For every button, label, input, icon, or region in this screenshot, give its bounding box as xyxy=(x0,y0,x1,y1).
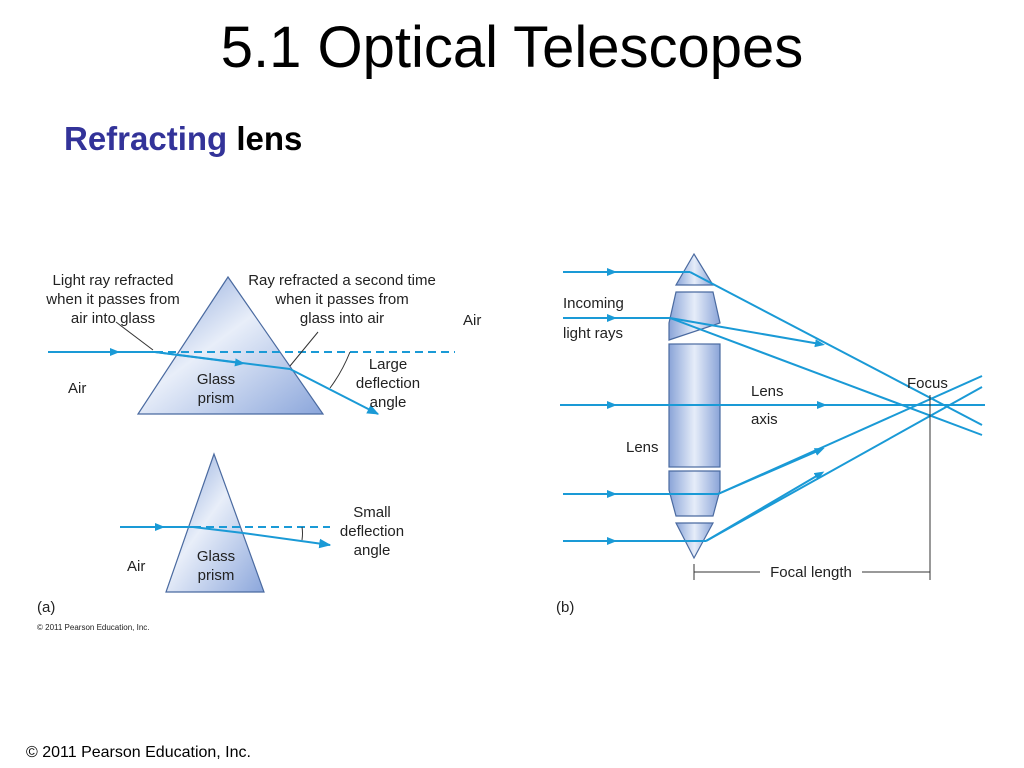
footer-copyright: © 2011 Pearson Education, Inc. xyxy=(26,744,251,761)
exiting-ray-small xyxy=(242,532,332,549)
label-incoming-line2: light rays xyxy=(563,325,623,342)
ray-inside-arrow xyxy=(154,351,245,367)
large-deflection-arc xyxy=(329,351,351,389)
ray-4-mid-arrow xyxy=(717,448,825,495)
panel-a: Light ray refracted when it passes from … xyxy=(37,272,481,632)
label-first-refraction: Light ray refracted when it passes from … xyxy=(45,272,179,327)
label-large-deflection-line1: Large xyxy=(369,356,407,373)
small-deflection-arc xyxy=(301,526,303,541)
label-prism-small-line1: Glass xyxy=(197,548,235,565)
label-prism-small-line2: prism xyxy=(198,567,235,584)
panel-a-copyright: © 2011 Pearson Education, Inc. xyxy=(37,623,149,632)
label-first-refraction-line2: when it passes from xyxy=(45,291,179,308)
label-prism-large-line1: Glass xyxy=(197,371,235,388)
pointer-first-refraction xyxy=(115,321,154,351)
pointer-second-refraction xyxy=(289,331,319,367)
label-second-refraction: Ray refracted a second time when it pass… xyxy=(248,272,436,327)
label-small-deflection-line1: Small xyxy=(353,504,391,521)
label-second-refraction-line3: glass into air xyxy=(300,310,384,327)
ray-4 xyxy=(563,375,983,498)
label-prism-large-line2: prism xyxy=(198,390,235,407)
label-air-small: Air xyxy=(127,558,145,575)
ray-5-refracted xyxy=(705,386,983,542)
label-lens-axis-line1: Lens xyxy=(751,383,784,400)
ray-inside-small-prism xyxy=(192,526,244,534)
label-large-deflection-line3: angle xyxy=(370,394,407,411)
ray-5-mid-arrow xyxy=(705,471,825,542)
slide-title: 5.1 Optical Telescopes xyxy=(220,15,804,80)
label-lens-axis-line2: axis xyxy=(751,411,778,428)
exiting-ray-large xyxy=(289,368,380,415)
lens-segment-top xyxy=(674,252,715,286)
subtitle-rest: lens xyxy=(227,120,303,157)
label-first-refraction-line3: air into glass xyxy=(71,310,155,327)
label-focus: Focus xyxy=(907,375,948,392)
ray-1 xyxy=(563,268,983,426)
ray-5 xyxy=(563,386,983,545)
label-small-deflection-line3: angle xyxy=(354,542,391,559)
subtitle-accent: Refracting xyxy=(64,120,228,157)
panel-a-label: (a) xyxy=(37,599,55,616)
ray-2-mid-arrow xyxy=(669,317,825,348)
large-glass-prism xyxy=(136,275,325,415)
small-glass-prism xyxy=(165,452,265,593)
ray-1-refracted xyxy=(689,271,983,426)
label-air-right: Air xyxy=(463,312,481,329)
panel-b-label: (b) xyxy=(556,599,574,616)
label-incoming-line1: Incoming xyxy=(563,295,624,312)
label-second-refraction-line1: Ray refracted a second time xyxy=(248,272,436,289)
slide-subtitle: Refracting lens xyxy=(64,120,302,158)
panel-b: Focal length Incoming light rays Lens ax… xyxy=(556,252,985,616)
focal-length-dimension: Focal length xyxy=(693,417,931,581)
label-first-refraction-line1: Light ray refracted xyxy=(53,272,174,289)
label-small-deflection-line2: deflection xyxy=(340,523,404,540)
label-large-deflection-line2: deflection xyxy=(356,375,420,392)
label-air-left: Air xyxy=(68,380,86,397)
label-second-refraction-line2: when it passes from xyxy=(274,291,408,308)
label-lens: Lens xyxy=(626,439,659,456)
label-focal-length: Focal length xyxy=(770,564,852,581)
lens-segment-2 xyxy=(668,291,721,341)
